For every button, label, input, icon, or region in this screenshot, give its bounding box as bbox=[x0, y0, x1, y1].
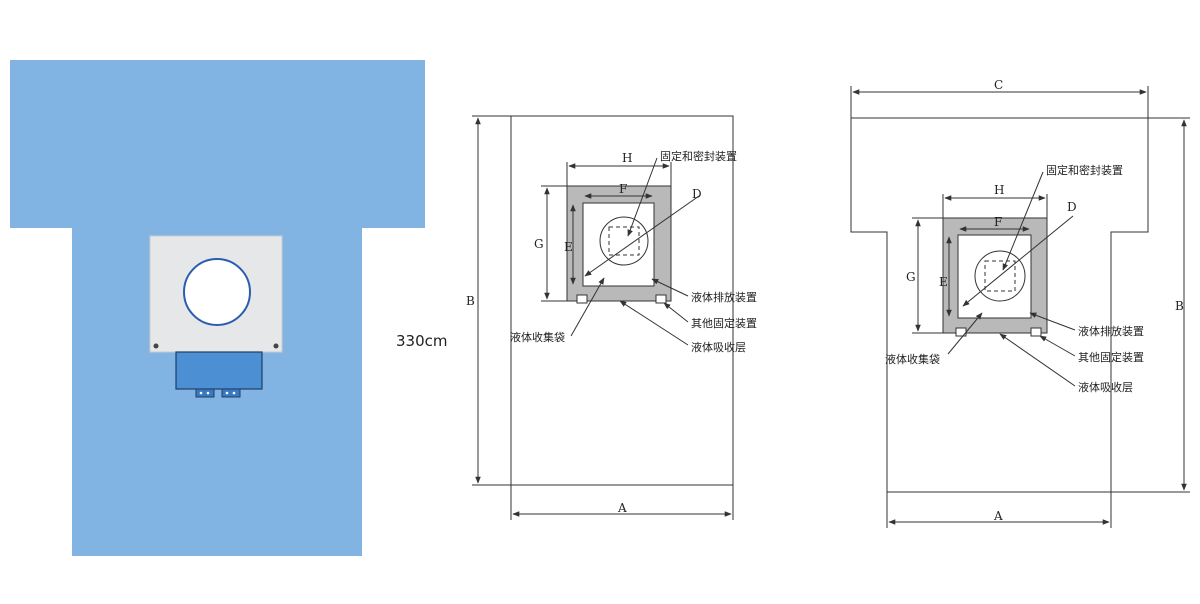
drain-valve-icon bbox=[195, 388, 215, 398]
dim-label-f: F bbox=[619, 182, 627, 196]
dim-label-d: D bbox=[1067, 200, 1077, 214]
drape-illustration bbox=[10, 60, 425, 556]
fluid-collection-bag bbox=[175, 351, 263, 390]
dim-label-b: B bbox=[1175, 299, 1184, 313]
callout-drain: 液体排放装置 bbox=[691, 290, 757, 304]
callout-bag: 液体收集袋 bbox=[885, 352, 940, 366]
drain-valve-icon bbox=[221, 388, 241, 398]
drain-valve-icon bbox=[576, 294, 588, 304]
dim-label-c: C bbox=[994, 78, 1003, 92]
callout-drain: 液体排放装置 bbox=[1078, 324, 1144, 338]
rectangular-drape-diagram bbox=[472, 115, 734, 520]
dim-label-g: G bbox=[534, 237, 544, 251]
callout-absorb: 液体吸收层 bbox=[691, 340, 746, 354]
callout-fixing: 其他固定装置 bbox=[691, 316, 757, 330]
measurement-label: 330cm bbox=[396, 332, 448, 350]
dim-label-e: E bbox=[939, 275, 948, 289]
round-hole-icon bbox=[183, 258, 251, 326]
dim-label-g: G bbox=[906, 270, 916, 284]
dim-label-e: E bbox=[564, 240, 573, 254]
dim-label-f: F bbox=[994, 215, 1002, 229]
drain-valve-icon bbox=[655, 294, 667, 304]
dim-label-a: A bbox=[993, 509, 1003, 523]
dim-label-b: B bbox=[466, 294, 475, 308]
callout-absorb: 液体吸收层 bbox=[1078, 380, 1133, 394]
callout-seal: 固定和密封装置 bbox=[660, 149, 737, 163]
sealing-hole bbox=[599, 216, 649, 266]
t-shaped-drape-diagram bbox=[850, 86, 1190, 528]
screw-icon bbox=[273, 343, 279, 349]
callout-fixing: 其他固定装置 bbox=[1078, 350, 1144, 364]
dim-label-a: A bbox=[617, 501, 627, 515]
dim-label-h: H bbox=[994, 183, 1004, 197]
dim-label-d: D bbox=[692, 187, 702, 201]
absorbent-frame bbox=[566, 185, 672, 302]
callout-bag: 液体收集袋 bbox=[510, 330, 565, 344]
drain-valve-icon bbox=[1030, 327, 1042, 337]
screw-icon bbox=[153, 343, 159, 349]
absorbent-frame bbox=[942, 217, 1048, 334]
drape-outline bbox=[510, 115, 734, 486]
callout-seal: 固定和密封装置 bbox=[1046, 163, 1123, 177]
dim-label-h: H bbox=[622, 151, 632, 165]
